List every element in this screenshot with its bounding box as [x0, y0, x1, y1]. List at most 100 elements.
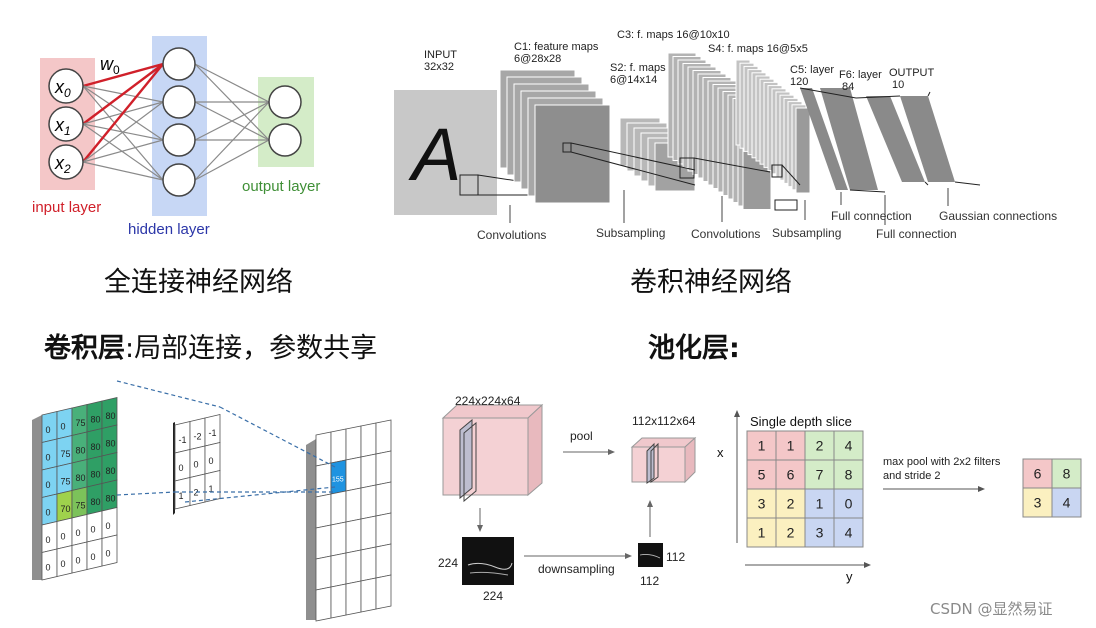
- output-label-2: 10: [892, 79, 904, 91]
- conv-output-cell: [360, 484, 377, 520]
- slice-value: 0: [845, 496, 853, 512]
- kernel-value: 0: [209, 456, 214, 466]
- conv-input-value: 0: [76, 528, 81, 538]
- cnn-label-full-connection-2: Full connection: [876, 227, 957, 241]
- fc-edge: [194, 63, 270, 103]
- c5-label-2: 120: [790, 76, 808, 88]
- conv-output-cell: [315, 524, 332, 560]
- watermark: CSDN @显然易证: [930, 600, 1053, 618]
- slice-cell: [746, 430, 777, 461]
- size-112-bottom: 112: [640, 574, 659, 588]
- result-value: 8: [1063, 466, 1071, 482]
- fc-edge: [194, 101, 270, 141]
- maxpool-desc-2: and stride 2: [883, 470, 940, 482]
- conv-input-value: 0: [46, 480, 51, 490]
- conv-input-value: 80: [76, 473, 86, 483]
- feature-map-224: [462, 537, 514, 585]
- cnn-caption: 卷积神经网络: [630, 267, 792, 298]
- slice-value: 3: [816, 525, 824, 541]
- fc-connections: [82, 62, 270, 181]
- conv-output-cell: [345, 425, 362, 461]
- slice-cell: [775, 517, 806, 548]
- fc-edge: [82, 123, 164, 181]
- conv-input-value: 0: [46, 507, 51, 517]
- weight-label: w0: [100, 54, 120, 77]
- c1-feature-maps: [499, 69, 611, 204]
- conv-output-cell: [330, 583, 347, 619]
- input-label-1: INPUT: [424, 49, 457, 61]
- slice-value: 2: [816, 438, 824, 454]
- output-nodes: [268, 85, 302, 157]
- x-axis-label: x: [717, 445, 724, 460]
- fc-edge: [82, 63, 164, 163]
- conv-input-value: 0: [61, 421, 66, 431]
- slice-value: 8: [845, 467, 853, 483]
- conv-input-value: 80: [91, 442, 101, 452]
- kernel-value: 1: [209, 484, 214, 494]
- slice-cell: [746, 459, 777, 490]
- conv-output-cell: [360, 453, 377, 489]
- conv-input-value: 0: [46, 452, 51, 462]
- slice-value: 1: [787, 438, 795, 454]
- result-cell: [1022, 487, 1053, 518]
- result-value: 3: [1034, 495, 1042, 511]
- slice-value: 4: [845, 525, 853, 541]
- kernel-value: 0: [194, 460, 199, 470]
- slice-cell: [833, 488, 864, 519]
- slice-title: Single depth slice: [750, 414, 852, 429]
- input-node-2-label: x2: [54, 153, 71, 176]
- conv-output-cell: [315, 555, 332, 591]
- conv-input-value: 0: [106, 548, 111, 558]
- feature-map: [534, 104, 611, 204]
- fully-connected-diagram: x0 x1 x2 w0 input layer hidden layer out…: [32, 36, 320, 238]
- c1-label-1: C1: feature maps: [514, 41, 599, 53]
- input-layer-label: input layer: [32, 199, 101, 216]
- conv-input-value: 80: [106, 466, 116, 476]
- conv-input-value: 0: [61, 559, 66, 569]
- slice-cell: [804, 488, 835, 519]
- kernel-value: 0: [179, 463, 184, 473]
- downsampling-label: downsampling: [538, 562, 615, 576]
- conv-input-value: 80: [76, 445, 86, 455]
- conv-input-value: 0: [91, 552, 96, 562]
- f6-label-1: F6: layer: [839, 69, 882, 81]
- pool-layer-title: 池化层:: [648, 333, 740, 364]
- slice-value: 2: [787, 496, 795, 512]
- conv-output-cell: [330, 552, 347, 588]
- cnn-label-gaussian: Gaussian connections: [939, 209, 1057, 223]
- pooling-diagram: 224x224x64 pool 112x112x64 224 224 downs…: [438, 394, 1082, 603]
- conv-output-cell: [375, 512, 392, 548]
- conv-input-value: 75: [61, 476, 71, 486]
- conv-output-cell: [345, 518, 362, 554]
- conv-output-cell: [345, 580, 362, 616]
- conv-input-value: 75: [76, 500, 86, 510]
- s4-label: S4: f. maps 16@5x5: [708, 43, 808, 55]
- cnn-label-subsampling-2: Subsampling: [772, 226, 841, 240]
- input-nodes: x0 x1 x2: [48, 68, 84, 180]
- conv-input-value: 0: [46, 535, 51, 545]
- kernel-value: -2: [194, 432, 202, 442]
- maxpool-desc-1: max pool with 2x2 filters: [883, 456, 1001, 468]
- result-value: 4: [1063, 495, 1071, 511]
- conv-output-value: 155: [332, 477, 344, 484]
- conv-output-cell: [360, 546, 377, 582]
- result-cell: [1051, 458, 1082, 489]
- f6-band: [900, 96, 955, 182]
- conv-input-value: 75: [76, 418, 86, 428]
- conv-output-cell: [375, 450, 392, 486]
- slice-cell: [833, 430, 864, 461]
- conv-input-value: 80: [91, 469, 101, 479]
- kernel-value: -1: [179, 435, 187, 445]
- input-volume-label: 224x224x64: [455, 394, 521, 408]
- conv-input-value: 0: [61, 531, 66, 541]
- hidden-layer-label: hidden layer: [128, 221, 210, 238]
- slice-value: 2: [787, 525, 795, 541]
- conv-output-grid: 155: [315, 419, 392, 622]
- result-value: 6: [1034, 466, 1042, 482]
- conv-output-cell: [315, 493, 332, 529]
- output-volume-label: 112x112x64: [632, 414, 696, 428]
- input-glyph: A: [408, 113, 461, 196]
- hidden-nodes: [162, 47, 196, 197]
